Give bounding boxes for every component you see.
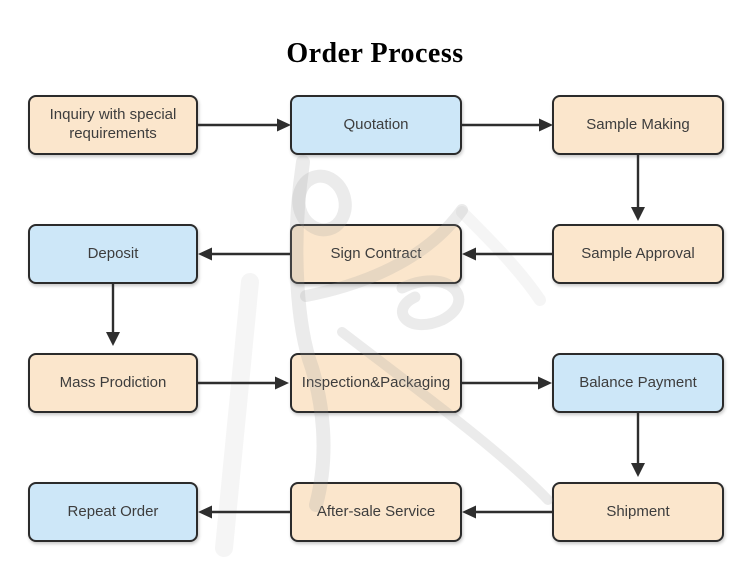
node-quotation-label: Quotation (343, 115, 409, 133)
arrow-quotation-to-sample-making (462, 118, 553, 132)
node-deposit-label: Deposit (87, 244, 139, 262)
arrow-inspection-to-balance-payment (462, 376, 552, 390)
node-after-sale-service: After-sale Service (290, 482, 462, 542)
node-shipment: Shipment (552, 482, 724, 542)
node-inquiry: Inquiry with special requirements (28, 95, 198, 155)
arrow-after-sale-to-repeat-order (198, 505, 290, 519)
arrow-deposit-to-mass-production (106, 284, 120, 346)
node-sample-making: Sample Making (552, 95, 724, 155)
node-quotation: Quotation (290, 95, 462, 155)
node-shipment-label: Shipment (606, 502, 670, 520)
node-mass-production-label: Mass Prodiction (59, 373, 167, 391)
node-sign-contract-label: Sign Contract (330, 244, 422, 262)
arrow-sign-contract-to-deposit (198, 247, 290, 261)
node-balance-payment: Balance Payment (552, 353, 724, 413)
node-inspection-packaging-label: Inspection&Packaging (301, 373, 451, 391)
node-sign-contract: Sign Contract (290, 224, 462, 284)
arrow-balance-payment-to-shipment (631, 413, 645, 477)
node-sample-approval: Sample Approval (552, 224, 724, 284)
node-inquiry-label: Inquiry with special requirements (49, 106, 177, 142)
arrow-inquiry-to-quotation (198, 118, 291, 132)
node-repeat-order-label: Repeat Order (67, 502, 159, 520)
page-title: Order Process (286, 38, 464, 69)
node-sample-approval-label: Sample Approval (581, 244, 695, 262)
node-mass-production: Mass Prodiction (28, 353, 198, 413)
node-sample-making-label: Sample Making (586, 115, 690, 133)
node-repeat-order: Repeat Order (28, 482, 198, 542)
node-inspection-packaging: Inspection&Packaging (290, 353, 462, 413)
arrow-mass-production-to-inspection (198, 376, 289, 390)
arrow-sample-making-to-sample-approval (631, 155, 645, 221)
node-deposit: Deposit (28, 224, 198, 284)
arrow-sample-approval-to-sign-contract (462, 247, 552, 261)
arrow-shipment-to-after-sale (462, 505, 552, 519)
node-balance-payment-label: Balance Payment (579, 373, 697, 391)
node-after-sale-service-label: After-sale Service (316, 502, 436, 520)
